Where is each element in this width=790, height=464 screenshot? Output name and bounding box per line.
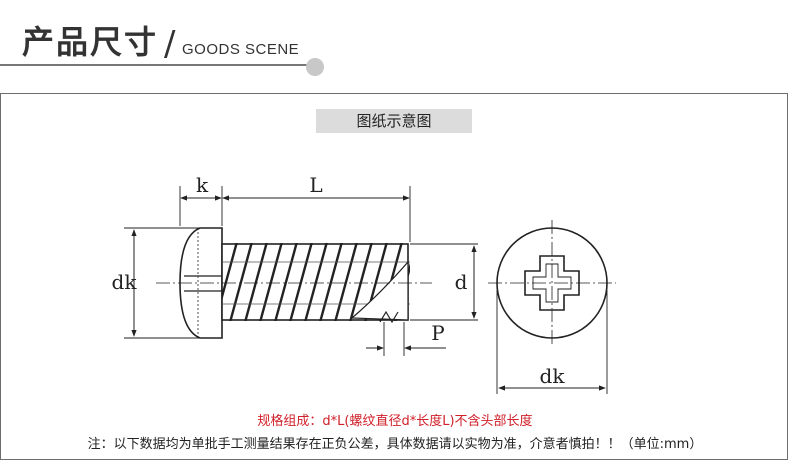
screw-shank-side	[221, 243, 410, 324]
extension-lines	[124, 186, 478, 356]
header-dot-ornament	[306, 58, 324, 76]
dimension-lines	[131, 195, 477, 351]
measurement-disclaimer: 注：以下数据均为单批手工测量结果存在正负公差，具体数据请以实物为准，介意者慎拍！…	[87, 437, 703, 452]
dim-label-k: k	[196, 173, 209, 197]
dim-label-d: d	[455, 270, 468, 294]
dim-label-L: L	[309, 173, 322, 197]
dim-label-dk-end: dk	[540, 364, 566, 388]
title-slash: /	[164, 24, 176, 64]
page-title: 产品尺寸	[22, 23, 159, 61]
spec-note: 规格组成：d*L(螺纹直径d*长度L)不含头部长度	[257, 414, 533, 429]
screw-head-end-view	[488, 220, 616, 394]
page-subtitle: GOODS SCENE	[182, 41, 300, 58]
dim-label-dk-side: dk	[112, 270, 138, 294]
header: 产品尺寸 / GOODS SCENE	[0, 0, 790, 80]
screw-technical-drawing: k L dk d P dk	[112, 173, 616, 394]
header-divider	[0, 64, 312, 66]
dim-label-P: P	[431, 321, 444, 345]
drawing-label: 图纸示意图	[316, 109, 472, 133]
drawing-panel	[0, 93, 788, 460]
